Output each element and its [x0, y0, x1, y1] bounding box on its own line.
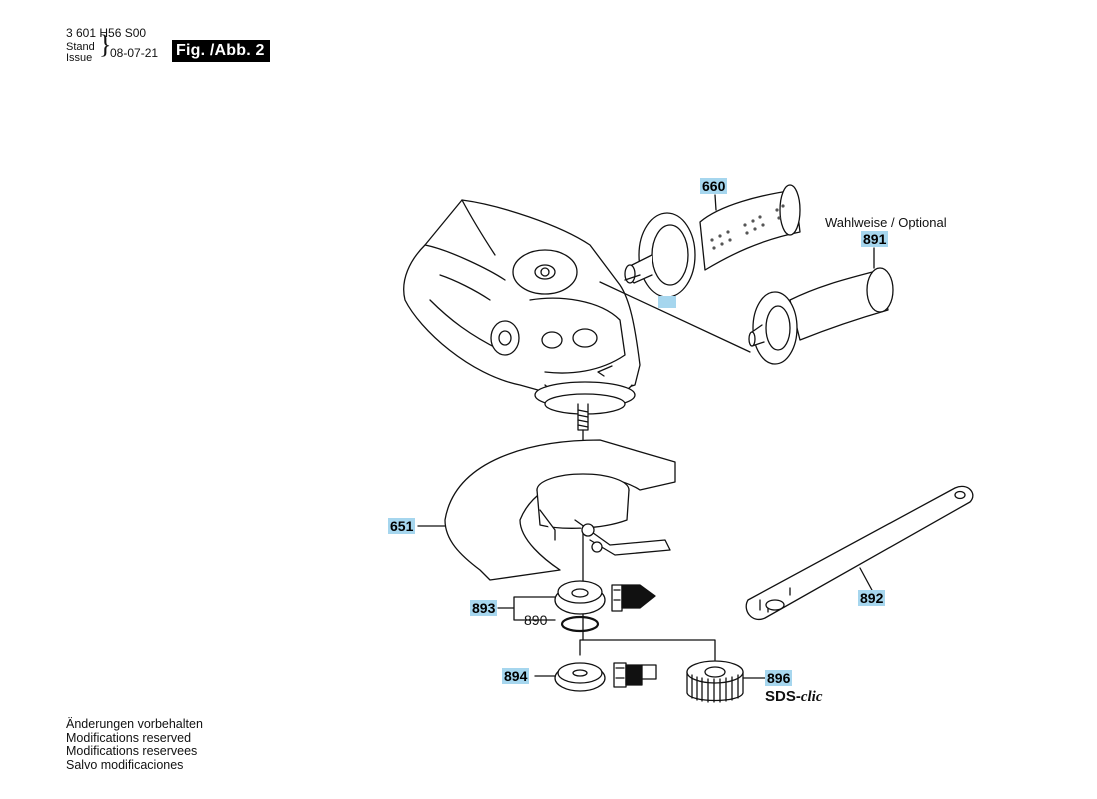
wheel-guard-651	[444, 439, 676, 581]
bracket-893-890	[497, 596, 556, 621]
optional-handle-891	[748, 267, 894, 365]
o-ring-890	[560, 615, 600, 633]
part-label-892: 892	[858, 590, 886, 606]
clamping-nut-894	[554, 662, 606, 692]
modification-notes: Änderungen vorbehalten Modifications res…	[66, 717, 203, 772]
flange-orientation-icon-2	[613, 662, 657, 688]
part-label-890: 890	[524, 612, 548, 628]
leader-892	[859, 567, 874, 593]
part-label-660: 660	[700, 178, 728, 194]
part-label-894: 894	[502, 668, 530, 684]
note-line: Änderungen vorbehalten	[66, 717, 203, 731]
highlight-marker	[658, 296, 676, 308]
part-label-891: 891	[861, 231, 889, 247]
part-label-893: 893	[470, 600, 498, 616]
bracket-894-896	[579, 639, 716, 661]
auxiliary-handle-660	[624, 184, 801, 298]
issue-label: Issue	[66, 52, 93, 64]
document-number: 3 601 H56 S00	[66, 26, 147, 40]
part-label-651: 651	[388, 518, 416, 534]
handle-axis-line-2	[624, 274, 641, 281]
mounting-flange-893	[554, 580, 606, 615]
sds-clic-label: SDS-clic	[765, 688, 823, 705]
note-line: Modifications reserved	[66, 730, 192, 745]
issue-date: 08-07-21	[110, 46, 159, 60]
two-pin-spanner-892	[745, 485, 974, 621]
handle-axis-line	[599, 281, 751, 353]
quick-clamping-nut-896	[686, 660, 744, 703]
stand-label: Stand	[66, 41, 95, 53]
grinder-body	[403, 199, 641, 431]
sds-clic-suffix: clic	[800, 689, 823, 705]
note-line: Salvo modificaciones	[66, 757, 184, 772]
leader-660	[714, 194, 717, 211]
note-line: Modifications reservees	[66, 744, 198, 758]
part-label-896: 896	[765, 670, 793, 686]
flange-orientation-icon-1	[611, 584, 656, 612]
optional-label: Wahlweise / Optional	[825, 215, 947, 230]
figure-label: Fig. /Abb. 2	[172, 40, 270, 62]
